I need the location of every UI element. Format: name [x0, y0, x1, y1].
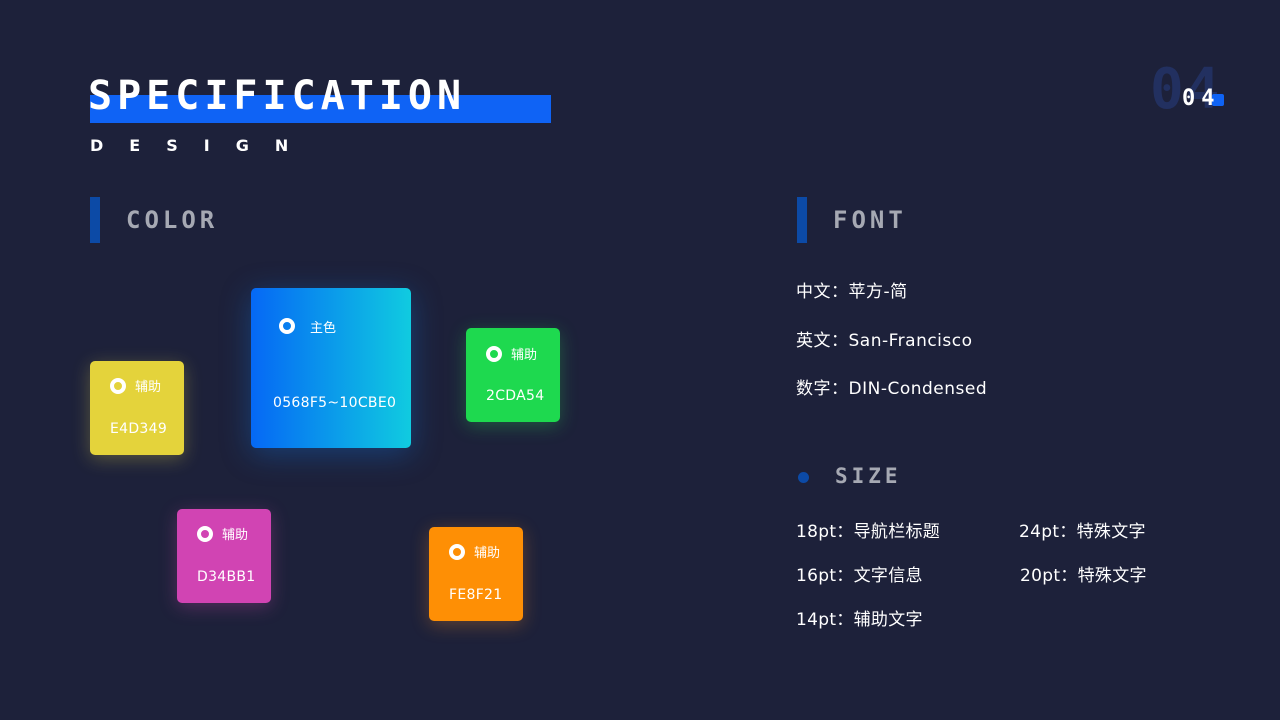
size-usage: 辅助文字 [853, 610, 923, 630]
color-section-title: COLOR [126, 206, 219, 234]
size-usage: 特殊文字 [1077, 566, 1147, 586]
color-card-hex: 0568F5~10CBE0 [273, 395, 397, 411]
title-highlight-bar [90, 95, 551, 123]
color-card-pink: 辅助 D34BB1 [177, 509, 271, 603]
font-item-key: 中文： [796, 282, 849, 302]
color-section-marker [90, 197, 100, 243]
font-item-key: 英文： [796, 331, 849, 351]
color-card-hex: E4D349 [110, 421, 168, 437]
font-section-marker [797, 197, 807, 243]
font-section-title: FONT [833, 206, 907, 234]
size-item: 14pt：辅助文字 [796, 605, 923, 630]
size-item: 16pt：文字信息 [796, 561, 923, 586]
page-title: SPECIFICATION [88, 73, 467, 119]
color-card-hex: 2CDA54 [486, 388, 545, 404]
radio-ring-icon [486, 346, 502, 362]
size-section-dot-icon [798, 472, 809, 483]
size-item: 18pt：导航栏标题 [796, 517, 940, 542]
size-value: 24pt： [1019, 522, 1077, 542]
size-value: 18pt： [796, 522, 854, 542]
size-usage: 文字信息 [853, 566, 923, 586]
radio-ring-icon [110, 378, 126, 394]
size-usage: 导航栏标题 [853, 522, 941, 542]
radio-ring-icon [449, 544, 465, 560]
size-item: 24pt：特殊文字 [1019, 517, 1146, 542]
color-card-label: 辅助 [135, 380, 162, 395]
size-value: 20pt： [1020, 566, 1078, 586]
font-item-value: DIN-Condensed [848, 379, 988, 399]
color-card-hex: FE8F21 [449, 587, 503, 603]
color-card-hex: D34BB1 [197, 569, 256, 585]
font-item-chinese: 中文：苹方-简 [796, 277, 908, 302]
color-card-label: 主色 [310, 321, 337, 336]
page-subtitle: DESIGN [90, 136, 315, 155]
size-usage: 特殊文字 [1076, 522, 1146, 542]
font-item-value: San-Francisco [848, 331, 973, 351]
page-number: 04 [1182, 86, 1221, 111]
size-item: 20pt：特殊文字 [1020, 561, 1147, 586]
size-value: 14pt： [796, 610, 854, 630]
radio-ring-icon [279, 318, 295, 334]
color-card-yellow: 辅助 E4D349 [90, 361, 184, 455]
page-number-accent [1212, 94, 1224, 106]
color-card-label: 辅助 [222, 528, 249, 543]
color-card-label: 辅助 [474, 546, 501, 561]
page-number-watermark: 04 [1150, 57, 1222, 122]
color-card-primary: 主色 0568F5~10CBE0 [251, 288, 411, 448]
size-section-title: SIZE [835, 464, 902, 488]
font-item-value: 苹方-简 [848, 282, 908, 302]
size-value: 16pt： [796, 566, 854, 586]
font-item-key: 数字： [796, 379, 849, 399]
radio-ring-icon [197, 526, 213, 542]
color-card-green: 辅助 2CDA54 [466, 328, 560, 422]
font-item-numbers: 数字：DIN-Condensed [796, 374, 987, 399]
color-card-label: 辅助 [511, 348, 538, 363]
font-item-english: 英文：San-Francisco [796, 326, 973, 351]
color-card-orange: 辅助 FE8F21 [429, 527, 523, 621]
